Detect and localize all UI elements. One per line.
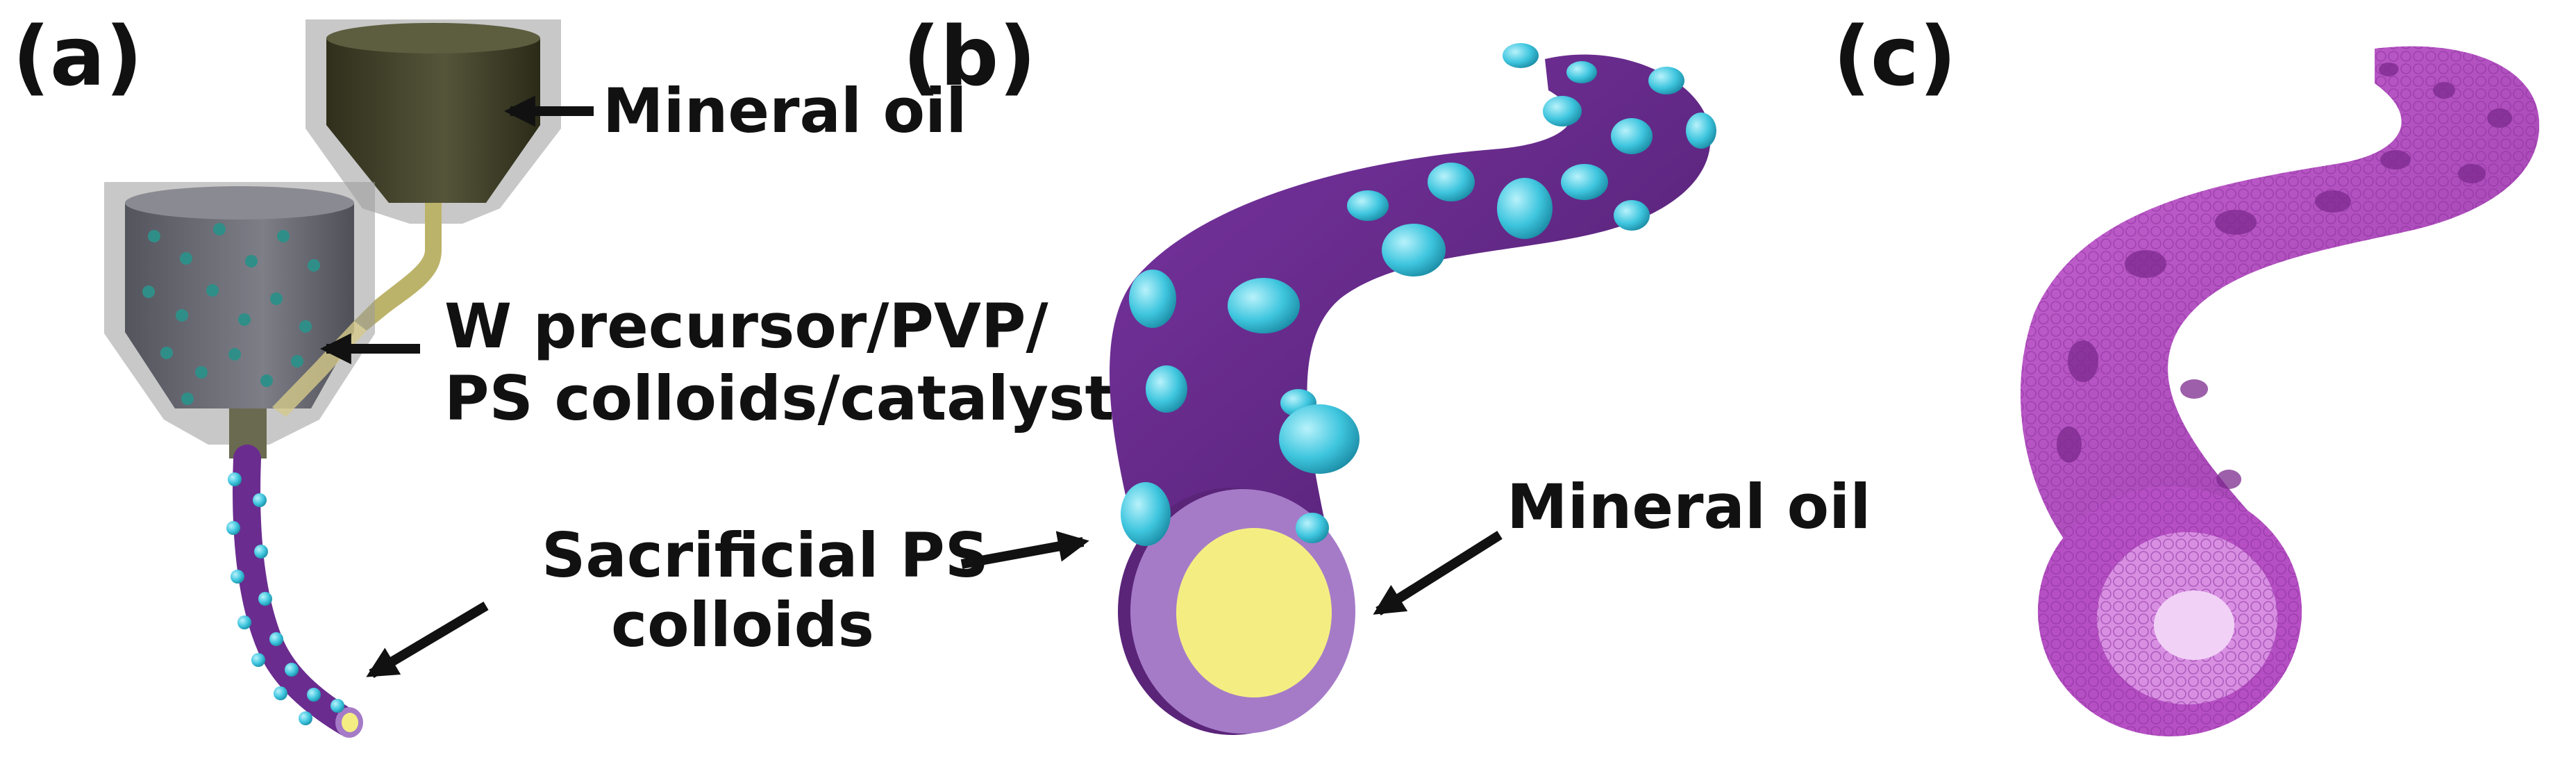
hollow-core	[2154, 590, 2234, 660]
panel-a-label: (a)	[12, 8, 143, 104]
mineral-oil-label-a: Mineral oil	[603, 75, 967, 147]
panel-c: (c)	[1833, 8, 2540, 736]
hollow-cross-section	[2038, 486, 2302, 736]
sacrificial-ps-label-line1: Sacrificial PS	[542, 520, 989, 591]
surface-pores	[2057, 63, 2512, 489]
fiber-mesh-texture	[2021, 46, 2540, 556]
panel-a: (a)	[12, 8, 1114, 738]
mineral-oil-core	[1176, 528, 1332, 697]
precursor-reservoir	[104, 182, 375, 459]
arrow-to-surface-colloid	[960, 531, 1089, 569]
arrow-to-fiber-colloids	[366, 601, 489, 679]
fiber-colloids	[226, 472, 344, 725]
mineral-oil-reservoir	[306, 19, 561, 331]
emerging-fiber	[226, 445, 363, 738]
w-precursor-label-line1: W precursor/PVP/	[444, 290, 1048, 362]
composite-fiber-body	[1110, 54, 1711, 549]
ps-colloid-dots-in-solution	[142, 223, 320, 405]
w-precursor-label-line2: PS colloids/catalyst	[444, 363, 1114, 434]
panel-b-label: (b)	[903, 8, 1036, 104]
fiber-cross-section	[1118, 488, 1355, 735]
panel-b: (b)	[903, 8, 1871, 735]
sacrificial-ps-label-line2: colloids	[611, 589, 874, 661]
mineral-oil-label-b: Mineral oil	[1507, 471, 1871, 543]
surface-ps-colloids	[1121, 43, 1716, 546]
panel-c-label: (c)	[1833, 8, 1957, 104]
arrow-to-mineral-oil-core	[1373, 531, 1503, 616]
